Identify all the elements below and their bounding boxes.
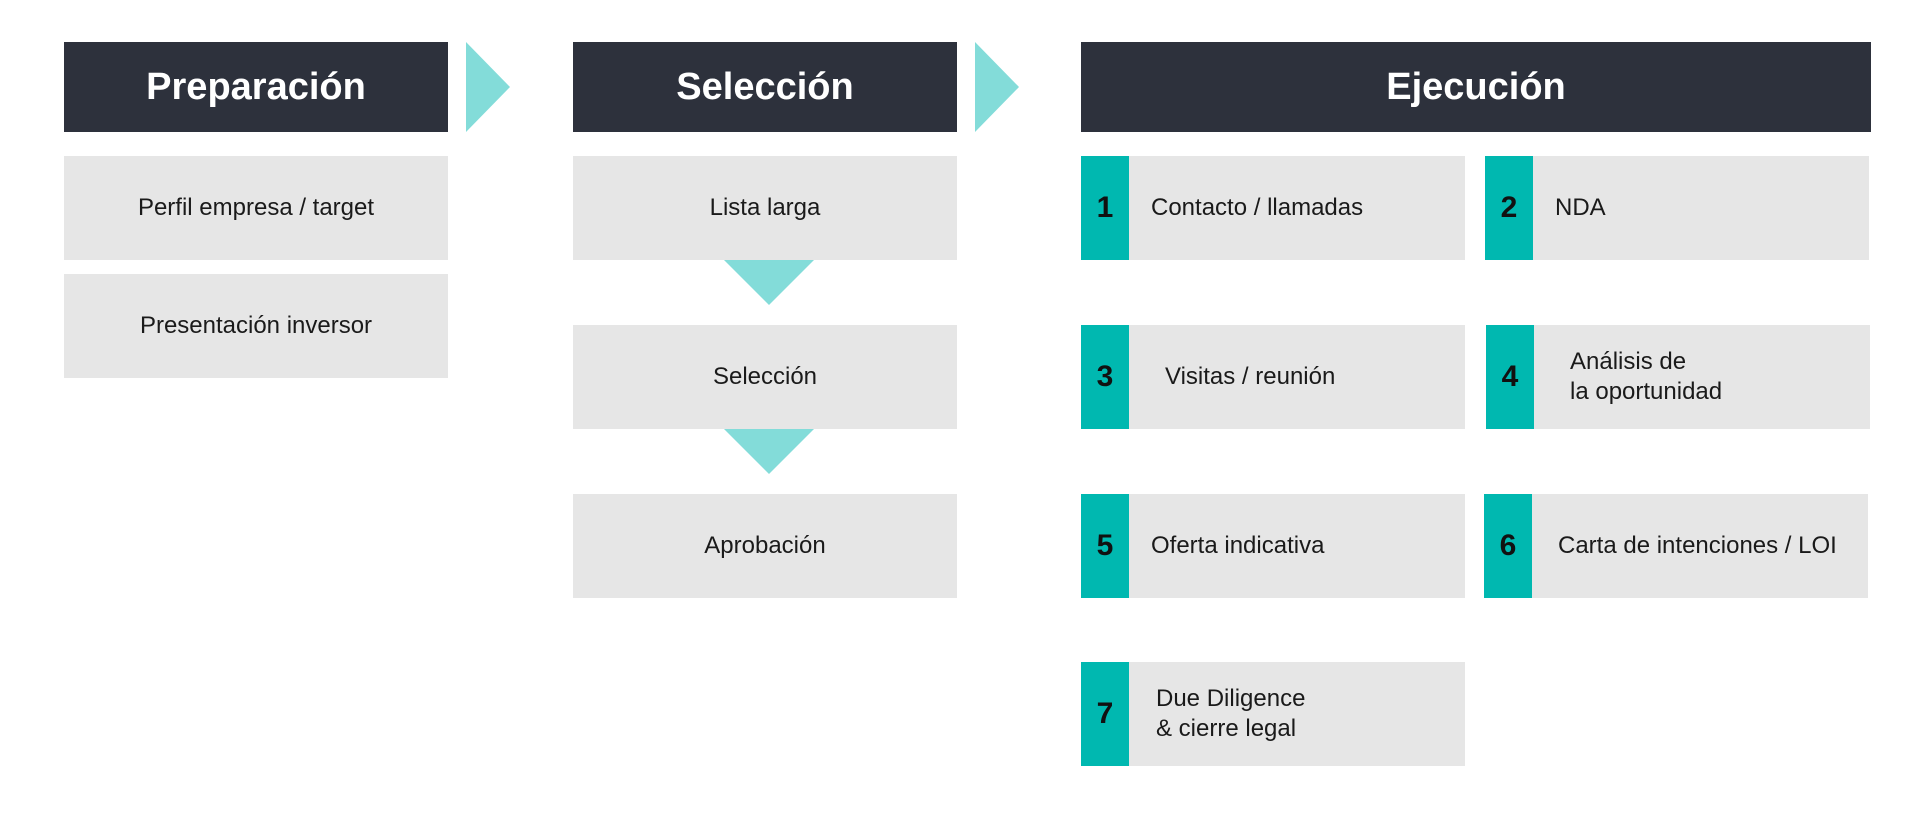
step-number: 6 <box>1484 494 1532 598</box>
step-6: 6 Carta de intenciones / LOI <box>1484 494 1868 598</box>
step-label: Oferta indicativa <box>1151 532 1325 559</box>
step-5: 5 Oferta indicativa <box>1081 494 1465 598</box>
step-label: Due Diligence & cierre legal <box>1156 685 1306 742</box>
item-lista-larga: Lista larga <box>573 156 957 260</box>
step-number: 7 <box>1081 662 1129 766</box>
step-label: Contacto / llamadas <box>1151 194 1364 221</box>
step-label: Análisis de la oportunidad <box>1570 348 1723 405</box>
arrow-down-icon <box>724 260 814 305</box>
arrow-right-icon <box>975 42 1019 132</box>
step-label: Carta de intenciones / LOI <box>1558 532 1837 559</box>
arrow-right-icon <box>466 42 510 132</box>
step-number: 5 <box>1081 494 1129 598</box>
item-seleccion: Selección <box>573 325 957 429</box>
arrow-down-icon <box>724 429 814 474</box>
item-presentacion-inversor: Presentación inversor <box>64 274 448 378</box>
header-preparacion: Preparación <box>64 42 448 132</box>
header-seleccion: Selección <box>573 42 957 132</box>
step-2: 2 NDA <box>1485 156 1869 260</box>
item-aprobacion: Aprobación <box>573 494 957 598</box>
header-ejecucion: Ejecución <box>1081 42 1871 132</box>
step-4: 4 Análisis de la oportunidad <box>1486 325 1870 429</box>
step-3: 3 Visitas / reunión <box>1081 325 1465 429</box>
step-label: NDA <box>1555 194 1606 221</box>
step-number: 2 <box>1485 156 1533 260</box>
step-number: 4 <box>1486 325 1534 429</box>
step-number: 3 <box>1081 325 1129 429</box>
step-number: 1 <box>1081 156 1129 260</box>
item-perfil-empresa: Perfil empresa / target <box>64 156 448 260</box>
step-7: 7 Due Diligence & cierre legal <box>1081 662 1465 766</box>
step-1: 1 Contacto / llamadas <box>1081 156 1465 260</box>
step-label: Visitas / reunión <box>1165 363 1336 390</box>
